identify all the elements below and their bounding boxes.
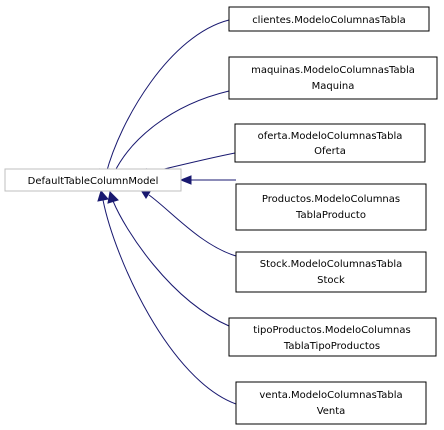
derived-class-node-clientes[interactable]: clientes.ModeloColumnasTabla xyxy=(228,6,430,32)
derived-class-node-productos[interactable]: Productos.ModeloColumnas TablaProducto xyxy=(235,183,427,231)
edge-tipoproductos xyxy=(112,200,230,327)
inheritance-edges xyxy=(97,19,237,405)
derived-class-node-venta[interactable]: venta.ModeloColumnasTabla Venta xyxy=(235,381,427,425)
derived-class-label: Venta xyxy=(317,406,346,417)
edge-venta xyxy=(102,199,237,405)
arrowhead-productos xyxy=(179,175,192,185)
edge-stock xyxy=(148,194,237,257)
edge-maquinas xyxy=(113,90,230,174)
derived-class-node-stock[interactable]: Stock.ModeloColumnasTabla Stock xyxy=(235,251,427,293)
derived-class-label: tipoProductos.ModeloColumnas xyxy=(253,325,410,336)
base-class-label: DefaultTableColumnModel xyxy=(28,176,159,187)
derived-class-label: TablaProducto xyxy=(295,210,366,221)
derived-class-label: clientes.ModeloColumnasTabla xyxy=(252,15,406,26)
derived-class-node-maquinas[interactable]: maquinas.ModeloColumnasTabla Maquina xyxy=(228,56,438,100)
derived-class-label: Maquina xyxy=(312,81,355,92)
derived-class-label: Productos.ModeloColumnas xyxy=(262,194,400,205)
base-class-node[interactable]: DefaultTableColumnModel xyxy=(4,168,182,192)
derived-class-label: venta.ModeloColumnasTabla xyxy=(259,390,402,401)
edge-clientes xyxy=(105,19,230,175)
derived-class-node-oferta[interactable]: oferta.ModeloColumnasTabla Oferta xyxy=(234,123,426,163)
arrowhead-venta xyxy=(97,189,109,202)
arrowhead-tipoproductos xyxy=(107,190,119,204)
derived-class-label: oferta.ModeloColumnasTabla xyxy=(258,131,403,142)
derived-class-node-tipoproductos[interactable]: tipoProductos.ModeloColumnas TablaTipoPr… xyxy=(228,317,437,357)
derived-class-label: Stock.ModeloColumnasTabla xyxy=(260,259,402,270)
derived-class-label: Oferta xyxy=(314,146,346,157)
derived-class-label: maquinas.ModeloColumnasTabla xyxy=(251,65,415,76)
derived-class-label: TablaTipoProductos xyxy=(283,341,380,352)
derived-class-label: Stock xyxy=(317,275,345,286)
